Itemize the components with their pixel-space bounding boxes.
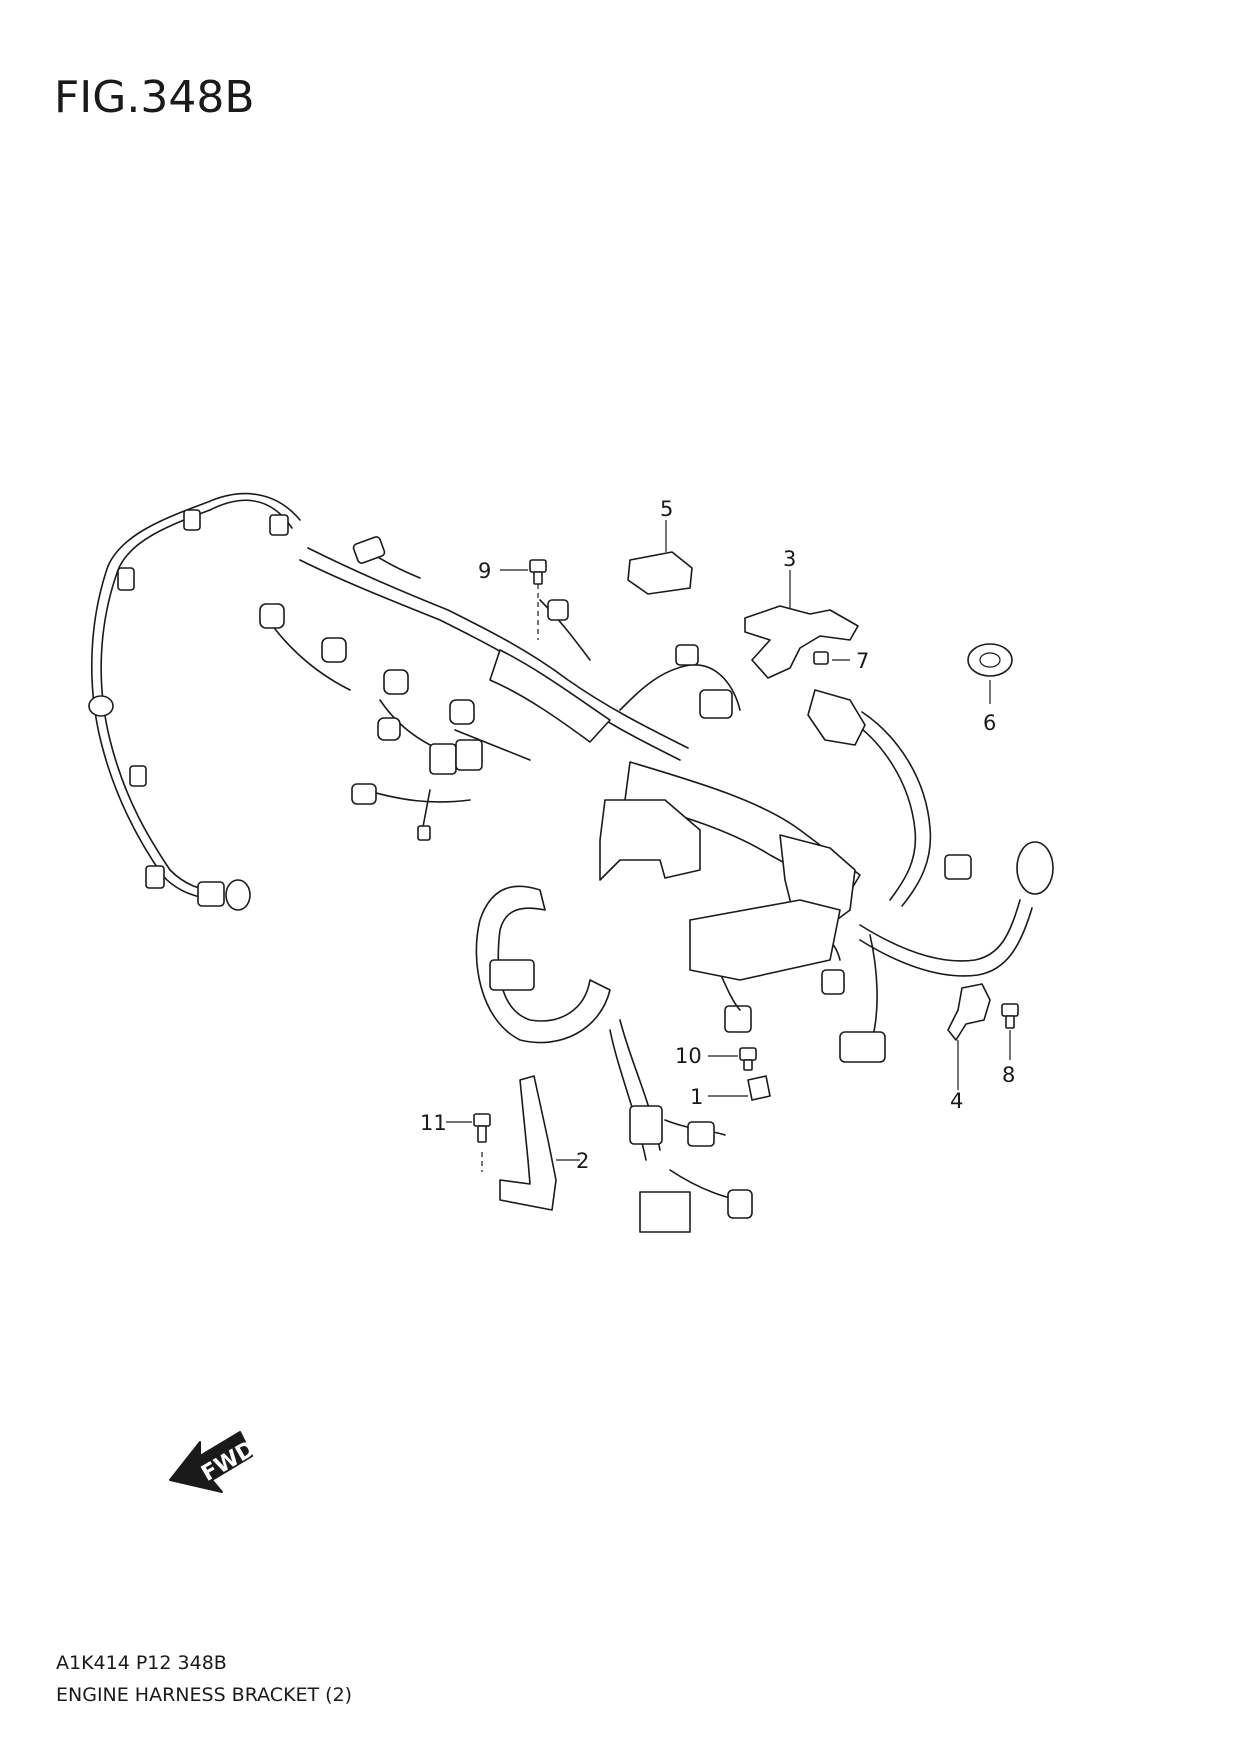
left-harness-branch — [88, 492, 301, 911]
part-1-clip — [708, 1075, 771, 1101]
callout-2: 2 — [576, 1149, 589, 1173]
part-10-bolt — [708, 1047, 757, 1071]
figure-name: ENGINE HARNESS BRACKET (2) — [56, 1684, 353, 1706]
right-harness-branch — [807, 689, 1054, 1063]
callout-11: 11 — [420, 1111, 447, 1135]
part-9-bolt — [500, 559, 547, 640]
upper-right-branch — [539, 599, 741, 719]
callout-10: 10 — [675, 1044, 702, 1068]
part-3-bracket — [744, 570, 859, 679]
callout-7: 7 — [856, 649, 869, 673]
part-4-clamp — [947, 983, 991, 1090]
part-6-grommet — [967, 643, 1013, 704]
callout-5: 5 — [660, 497, 673, 521]
upper-harness — [259, 536, 689, 841]
lower-harness — [475, 885, 845, 1233]
callout-3: 3 — [783, 547, 796, 571]
part-11-bolt — [446, 1113, 491, 1172]
fwd-arrow-icon: FWD — [169, 1431, 260, 1493]
figure-code: A1K414 P12 348B — [56, 1652, 227, 1674]
callout-6: 6 — [983, 711, 996, 735]
part-5-cover — [627, 520, 693, 595]
part-2-bracket — [499, 1075, 580, 1211]
callout-1: 1 — [690, 1085, 703, 1109]
figure-title: FIG.348B — [54, 72, 255, 123]
part-7-bolt — [813, 651, 850, 665]
main-trunk — [489, 649, 861, 926]
callout-8: 8 — [1002, 1063, 1015, 1087]
part-8-bolt — [1001, 1003, 1019, 1060]
callout-9: 9 — [478, 559, 491, 583]
callout-4: 4 — [950, 1089, 963, 1113]
